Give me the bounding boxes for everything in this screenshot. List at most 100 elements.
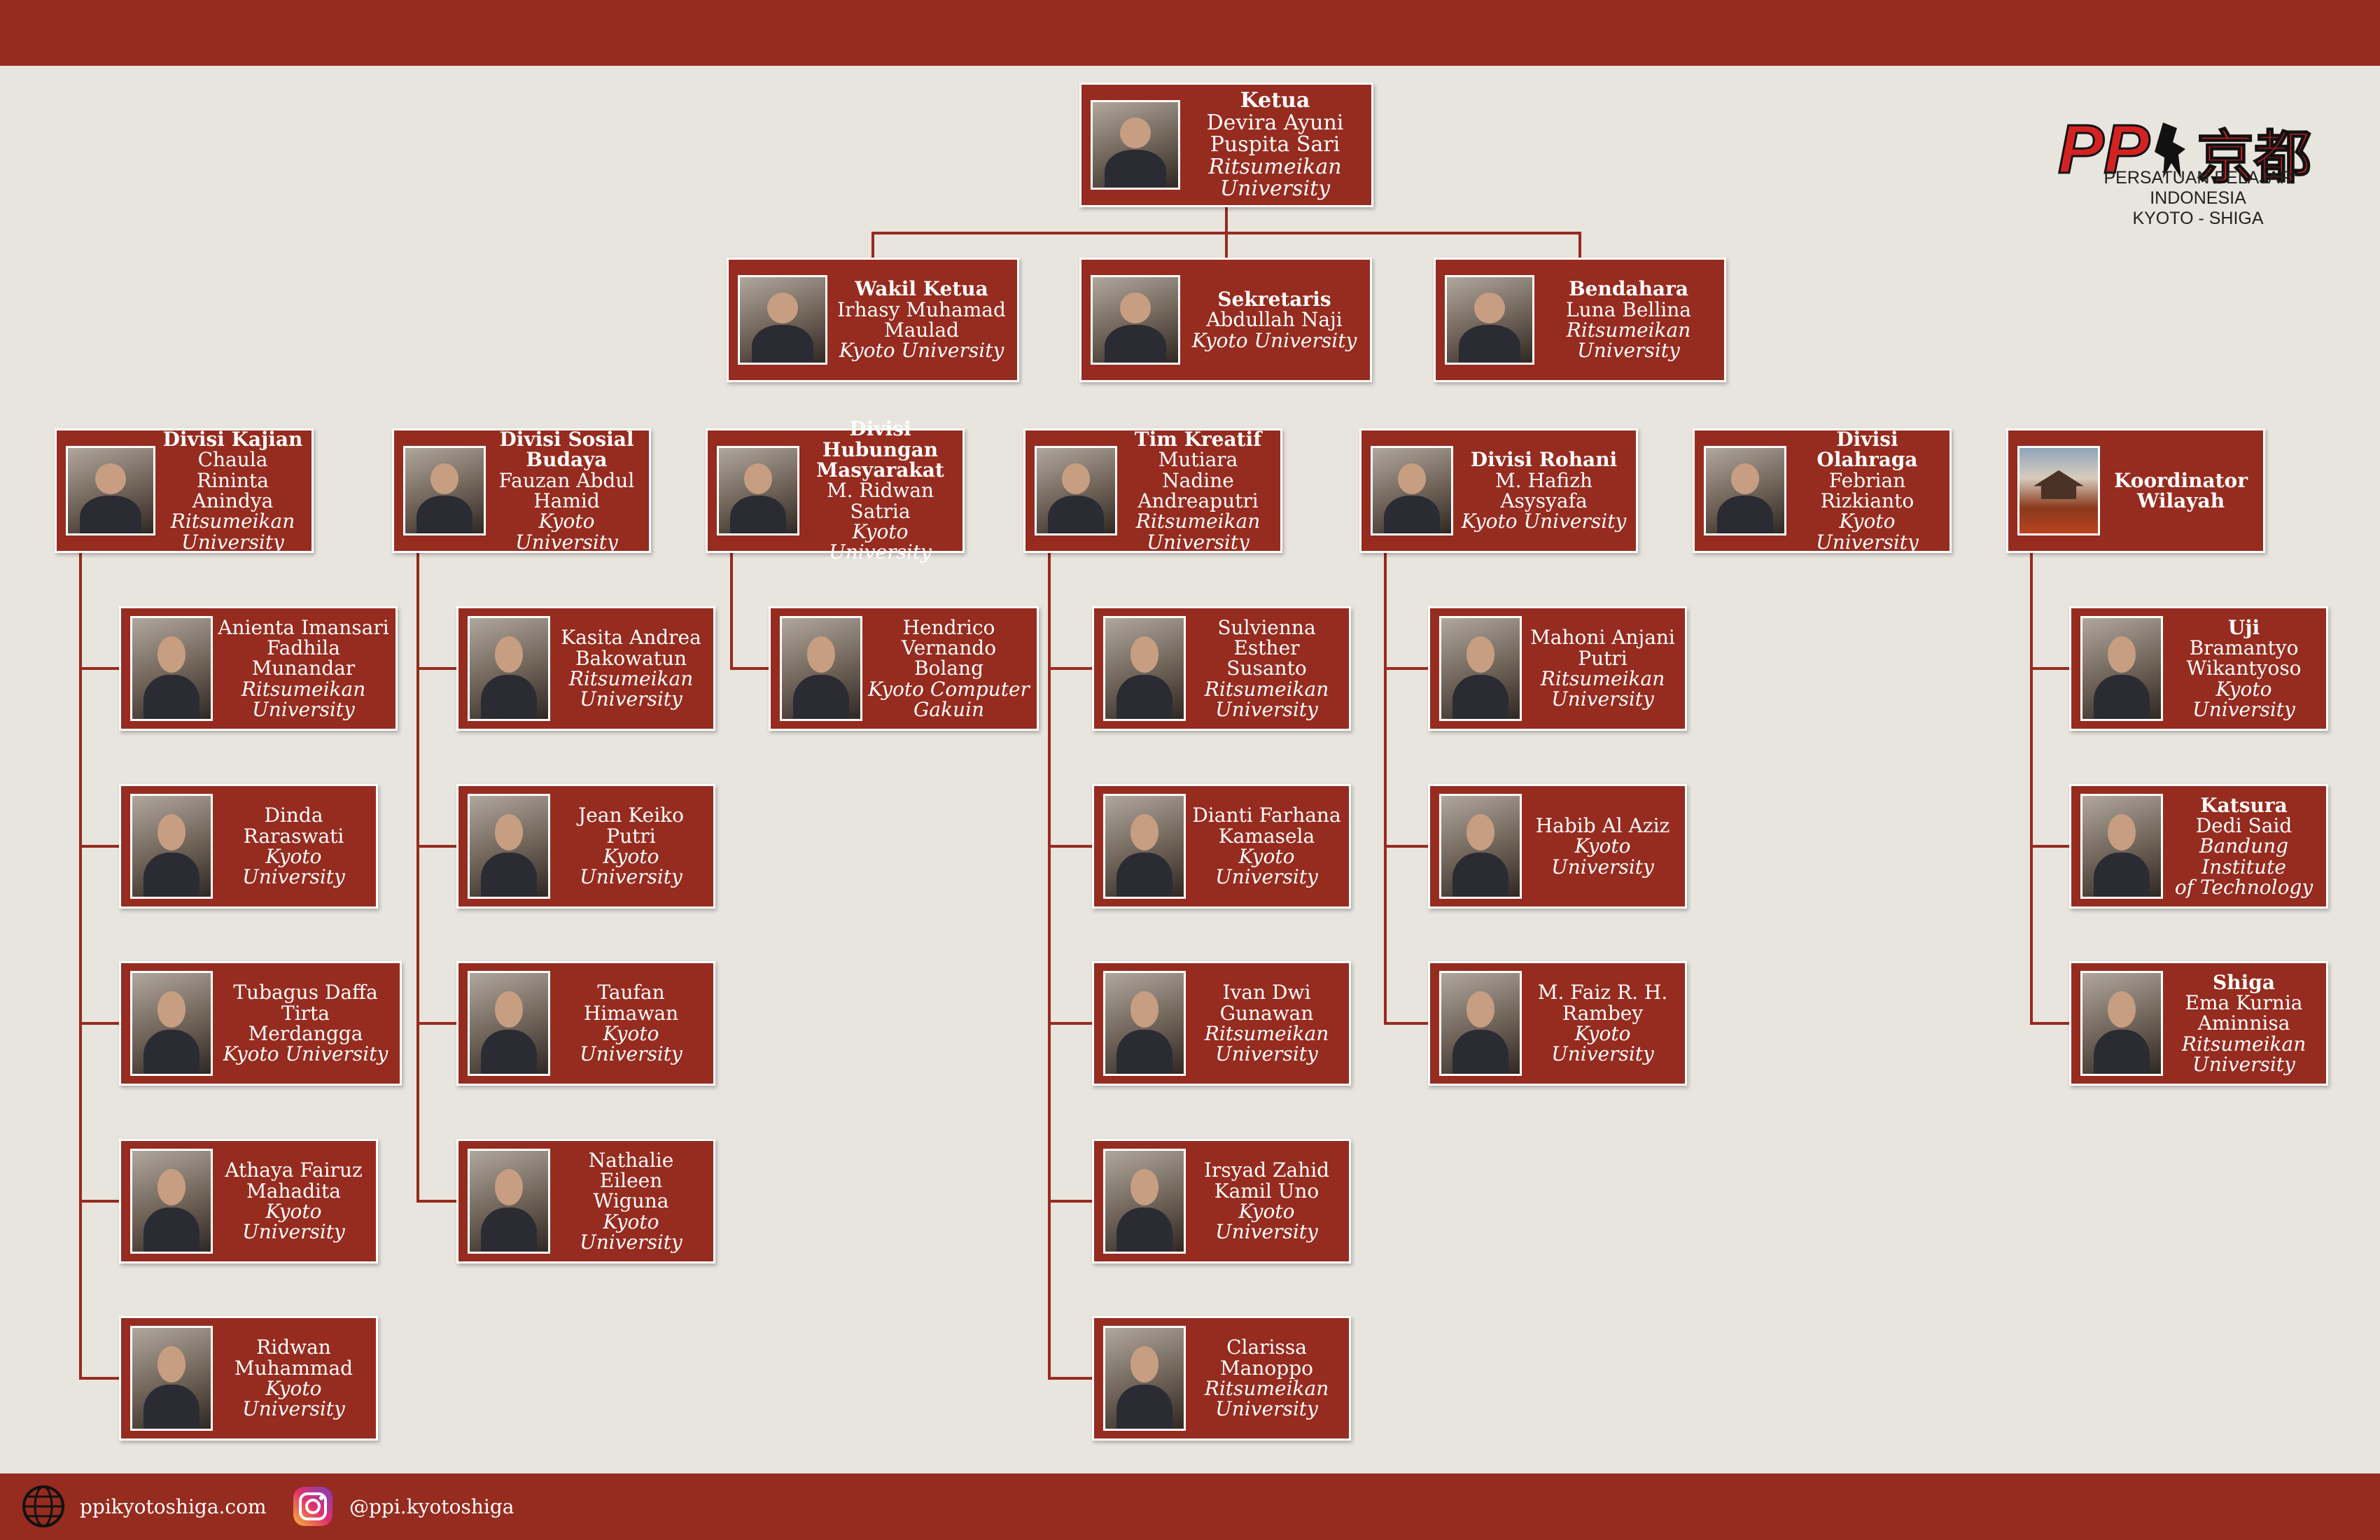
member-card-korwil: Koordinator Wilayah xyxy=(2006,428,2265,553)
member-photo xyxy=(1103,1149,1186,1254)
member-name: Muhammad xyxy=(234,1356,354,1380)
member-university: Kyoto University xyxy=(223,1042,388,1066)
member-photo xyxy=(130,794,213,899)
member-name: Dinda Raraswati xyxy=(243,804,344,848)
member-name: Ivan Dwi xyxy=(1222,981,1311,1004)
member-photo xyxy=(1439,971,1522,1076)
member-name: Susanto xyxy=(1226,657,1307,680)
member-name: Wikantyoso xyxy=(2186,657,2302,680)
member-university: Kyoto University xyxy=(242,1377,345,1421)
member-name: Nathalie Eileen xyxy=(588,1148,674,1192)
member-photo xyxy=(130,616,213,721)
member-name: Clarissa Manoppo xyxy=(1220,1336,1313,1380)
member-name: Mutiara Nadine xyxy=(1158,448,1238,492)
member-role: Katsura xyxy=(2200,793,2288,817)
member-name: Kamil Uno xyxy=(1214,1179,1320,1203)
member-name: Devira Ayuni xyxy=(1206,110,1344,135)
member-name: Kamasela xyxy=(1218,824,1315,848)
member-photo xyxy=(1103,971,1186,1076)
member-university: Kyoto University xyxy=(242,1200,345,1244)
member-name: Rambey xyxy=(1562,1001,1644,1025)
footer-instagram[interactable]: @ppi.kyotoshiga xyxy=(290,1484,514,1529)
member-name: M. Ridwan Satria xyxy=(826,479,934,523)
member-name: Wiguna xyxy=(593,1189,669,1213)
website-text[interactable]: ppikyotoshiga.com xyxy=(80,1494,267,1518)
member-name: Luna Bellina xyxy=(1566,298,1691,321)
member-photo xyxy=(1035,446,1117,536)
logo-kanji: 京都 xyxy=(2197,125,2311,191)
member-name: Puspita Sari xyxy=(1210,132,1340,158)
member-photo xyxy=(1091,275,1180,365)
member-university: Kyoto University xyxy=(2192,677,2295,722)
member-photo xyxy=(1091,100,1180,190)
instagram-text[interactable]: @ppi.kyotoshiga xyxy=(349,1494,514,1518)
member-name: Dedi Said xyxy=(2195,813,2292,837)
member-photo xyxy=(2080,971,2163,1076)
member-name: Taufan Himawan xyxy=(583,981,679,1025)
member-photo xyxy=(1103,616,1186,721)
member-role: Divisi Olahraga xyxy=(1816,427,1918,472)
member-role: Bendahara xyxy=(1569,277,1688,301)
member-name: Bramantyo xyxy=(2189,636,2299,659)
member-university: Bandung Institute xyxy=(2199,834,2289,878)
member-role: Ketua xyxy=(1240,88,1310,113)
footer-bar xyxy=(0,1474,2380,1540)
member-photo xyxy=(468,1149,550,1254)
member-name: Ridwan xyxy=(256,1336,331,1359)
member-name: Febrian Rizkianto xyxy=(1820,468,1914,512)
member-photo xyxy=(468,971,550,1076)
member-name: Anienta Imansari xyxy=(218,615,389,639)
member-photo xyxy=(468,794,550,899)
member-university: Ritsumeikan xyxy=(1208,154,1342,179)
instagram-icon xyxy=(293,1487,332,1526)
member-photo xyxy=(1103,1326,1186,1431)
member-name: Vernando Bolang xyxy=(901,636,997,680)
footer-website[interactable]: ppikyotoshiga.com xyxy=(21,1484,267,1529)
member-university: Kyoto University xyxy=(242,845,345,889)
member-photo xyxy=(2080,794,2163,899)
ppi-logo: PP 京都 xyxy=(2058,110,2312,192)
member-university: Kyoto University xyxy=(580,845,682,889)
member-university: Ritsumeikan xyxy=(1540,667,1665,690)
member-university: Ritsumeikan xyxy=(1566,318,1691,342)
member-name: Fauzan Abdul xyxy=(498,468,635,492)
member-university: of Technology xyxy=(2174,876,2314,899)
globe-icon xyxy=(22,1485,64,1527)
member-name: Anindya xyxy=(192,489,274,512)
member-role: Koordinator Wilayah xyxy=(2114,468,2248,512)
member-university: University xyxy=(252,698,355,722)
member-photo xyxy=(1439,616,1522,721)
member-name: Irhasy Muhamad xyxy=(837,298,1006,321)
member-photo xyxy=(717,446,799,536)
member-photo xyxy=(66,446,155,536)
member-name: Fadhila Munandar xyxy=(251,636,356,680)
member-name: Bakowatun xyxy=(575,646,687,670)
member-name: Dianti Farhana xyxy=(1192,804,1341,827)
member-university: Kyoto University xyxy=(580,1022,682,1066)
